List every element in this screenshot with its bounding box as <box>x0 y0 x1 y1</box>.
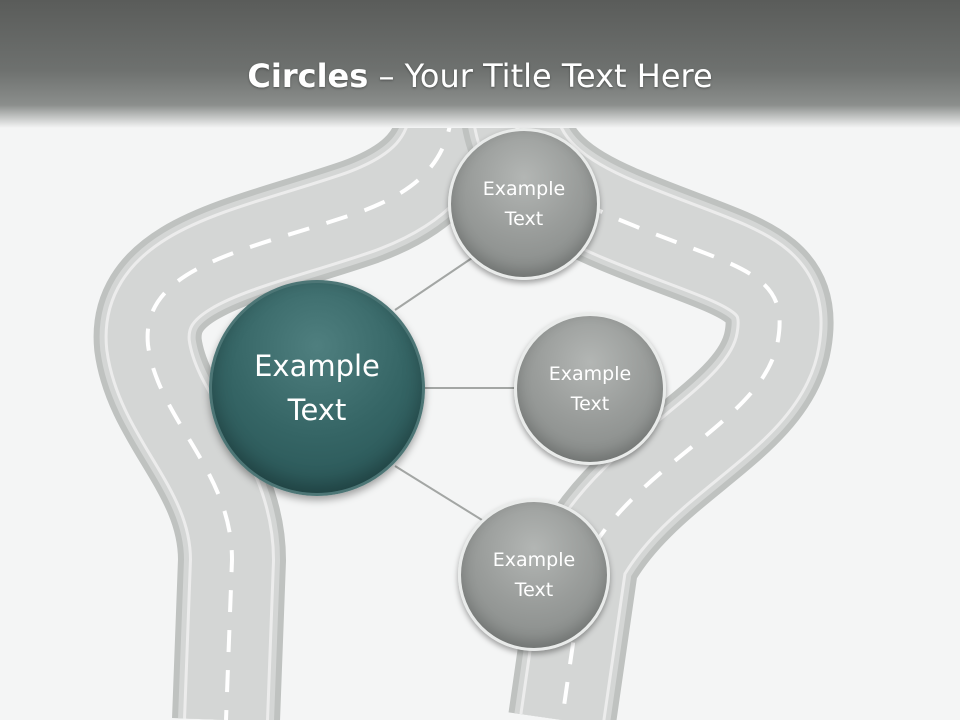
node-circle-top-label: Example Text <box>482 178 566 230</box>
main-circle: Example Text <box>209 280 425 496</box>
node-circle-top: Example Text <box>448 128 600 280</box>
title-bold-part: Circles <box>247 57 369 95</box>
connector-line-bottom <box>394 465 483 521</box>
main-circle-label: Example Text <box>254 349 380 427</box>
node-circle-bottom-label: Example Text <box>492 549 576 601</box>
connector-line-top <box>394 257 473 311</box>
left-road <box>93 103 506 720</box>
node-circle-middle-label: Example Text <box>548 363 632 415</box>
slide-title: Circles – Your Title Text Here <box>0 52 960 100</box>
title-rest-part: – Your Title Text Here <box>368 57 713 95</box>
left-road-lane-marking <box>145 109 454 720</box>
node-circle-middle: Example Text <box>514 313 666 465</box>
node-circle-bottom: Example Text <box>458 499 610 651</box>
title-bar: Circles – Your Title Text Here <box>0 0 960 128</box>
